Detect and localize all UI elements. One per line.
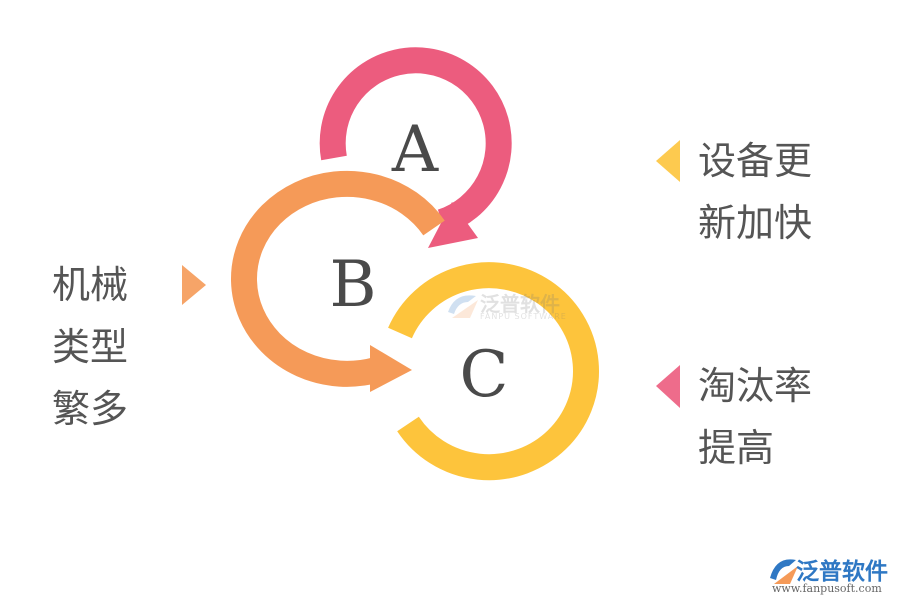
left-text-block: 机械 类型 繁多 bbox=[52, 254, 128, 440]
right-top-text-line: 设备更 bbox=[698, 139, 813, 183]
letter-b: B bbox=[329, 248, 376, 322]
left-text-line: 类型 bbox=[52, 325, 129, 369]
circle-a-arrowhead bbox=[428, 202, 478, 248]
left-marker-triangle bbox=[182, 265, 206, 305]
right-top-text-line: 新加快 bbox=[698, 201, 813, 245]
letter-c: C bbox=[460, 338, 509, 412]
letter-a: A bbox=[391, 113, 439, 187]
left-text-line: 机械 bbox=[52, 263, 129, 307]
right-bottom-text-line: 提高 bbox=[698, 426, 775, 470]
right-bottom-text-line: 淘汰率 bbox=[698, 364, 813, 408]
watermark-name: 泛普软件 bbox=[480, 292, 560, 316]
right-top-text-block: 设备更 新加快 bbox=[698, 130, 812, 254]
right-bottom-text-block: 淘汰率 提高 bbox=[698, 355, 812, 479]
circle-a-arrow bbox=[319, 47, 512, 235]
circle-b-arrowhead bbox=[370, 345, 412, 392]
logo-url: www.fanpusoft.com bbox=[772, 582, 882, 595]
right-bottom-marker-triangle bbox=[656, 365, 680, 408]
watermark-logo-icon bbox=[448, 295, 478, 318]
circle-b-arrow bbox=[231, 170, 445, 387]
left-text-line: 繁多 bbox=[52, 387, 129, 431]
circle-c-arrow bbox=[388, 262, 599, 481]
watermark-english: FANPU SOFTWARE bbox=[480, 312, 567, 321]
fanpu-logo-icon bbox=[770, 559, 798, 584]
logo-name: 泛普软件 bbox=[796, 559, 888, 585]
right-top-marker-triangle bbox=[656, 140, 680, 182]
